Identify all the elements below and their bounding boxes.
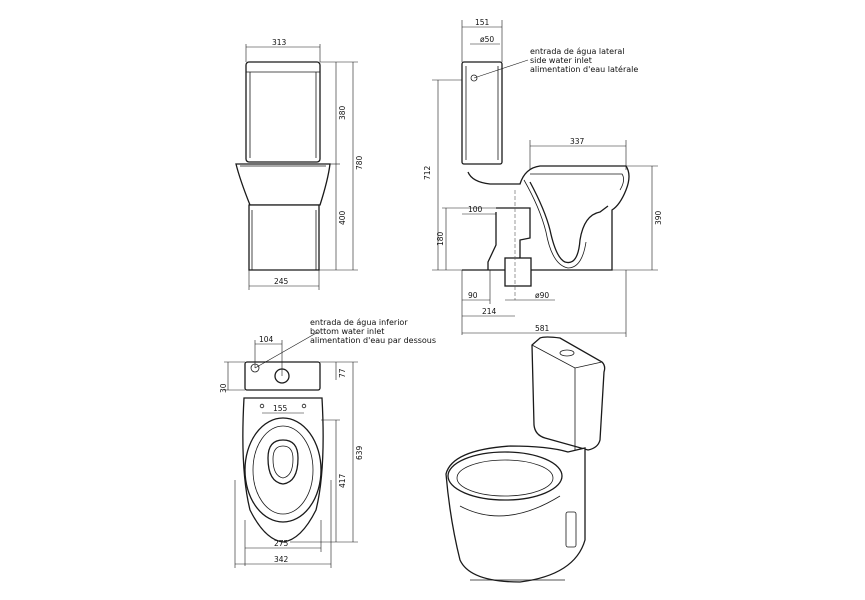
dim-side-100: 100 — [468, 205, 483, 214]
dim-plan-104: 104 — [259, 335, 274, 344]
note-bottom-inlet-fr: alimentation d'eau par dessous — [310, 336, 436, 345]
note-side-inlet-pt: entrada de água lateral — [530, 47, 624, 56]
dim-side-581: 581 — [535, 324, 550, 333]
dim-side-180: 180 — [436, 231, 445, 246]
dim-plan-30: 30 — [219, 383, 228, 393]
plan-view: 104 entrada de água inferior bottom wate… — [219, 318, 436, 568]
dim-front-313: 313 — [272, 38, 287, 47]
front-view: 313 380 780 400 245 — [235, 38, 364, 290]
dim-front-400: 400 — [338, 210, 347, 225]
dim-plan-275: 275 — [274, 539, 289, 548]
dim-plan-342: 342 — [274, 555, 289, 564]
dim-front-780: 780 — [355, 155, 364, 170]
dim-side-o50: ø50 — [480, 35, 494, 44]
dim-side-390: 390 — [654, 210, 663, 225]
note-side-inlet-fr: alimentation d'eau latérale — [530, 64, 638, 74]
side-view: 151 ø50 entrada de água lateral side wat… — [423, 18, 663, 337]
dim-side-o90: ø90 — [535, 291, 549, 300]
dim-front-245: 245 — [274, 277, 289, 286]
dim-plan-77: 77 — [338, 368, 347, 378]
perspective-view — [445, 336, 606, 583]
dim-plan-417: 417 — [338, 473, 347, 488]
dim-side-337: 337 — [570, 137, 585, 146]
dim-side-151: 151 — [475, 18, 490, 27]
dim-plan-155: 155 — [273, 404, 288, 413]
dim-front-380: 380 — [338, 105, 347, 120]
dim-side-90: 90 — [468, 291, 478, 300]
dim-side-712: 712 — [423, 165, 432, 180]
dim-plan-639: 639 — [355, 445, 364, 460]
note-bottom-inlet-pt: entrada de água inferior — [310, 318, 408, 327]
note-side-inlet-en: side water inlet — [530, 56, 592, 65]
note-bottom-inlet-en: bottom water inlet — [310, 327, 384, 336]
dim-side-214: 214 — [482, 307, 497, 316]
